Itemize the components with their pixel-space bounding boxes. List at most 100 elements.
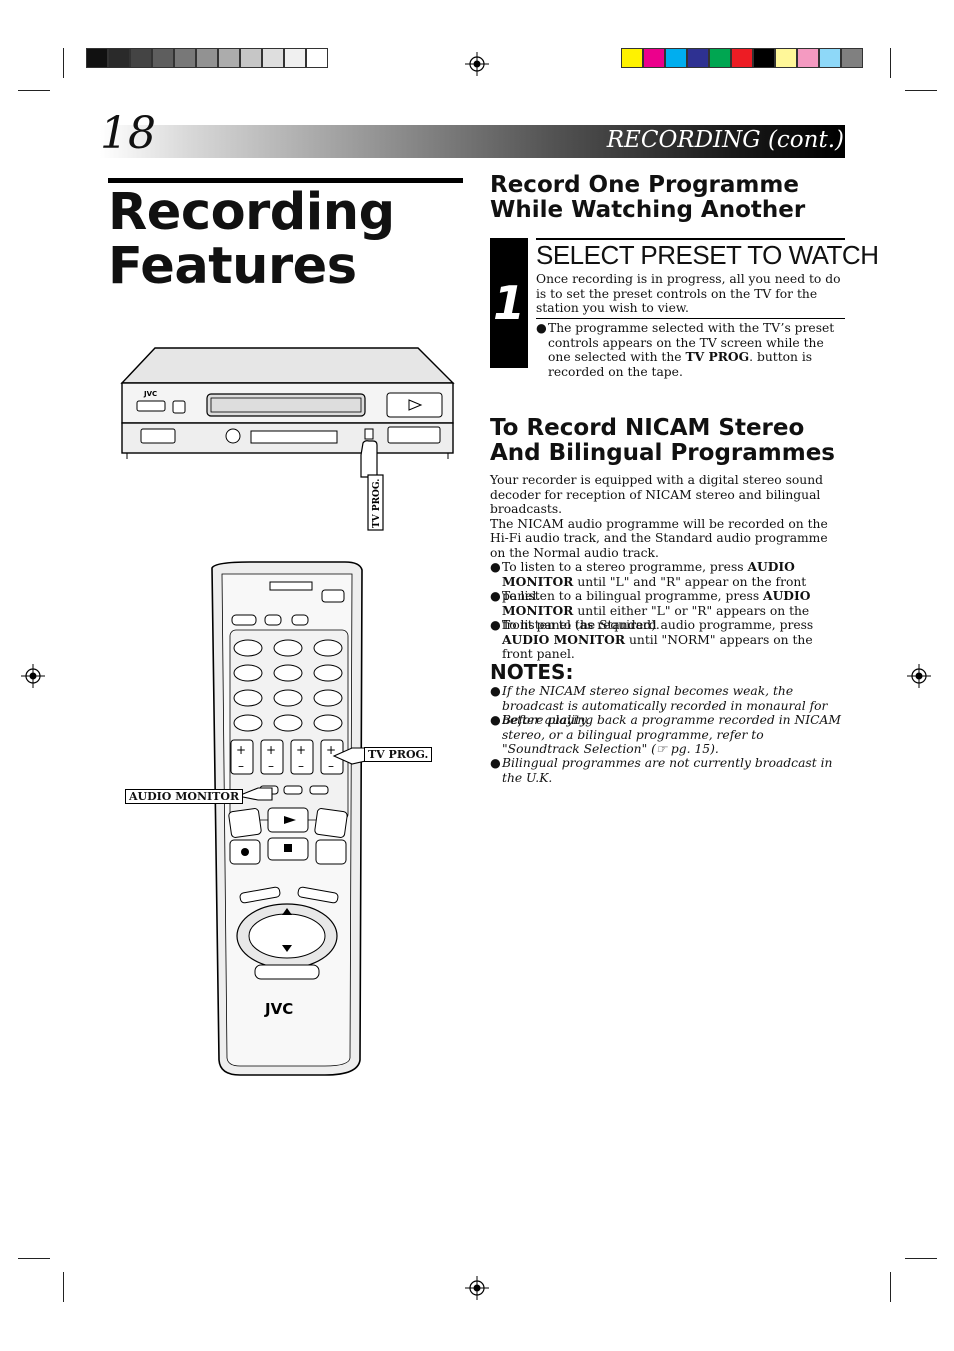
calibration-swatch bbox=[775, 48, 797, 68]
intro-text: Your recorder is equipped with a digital… bbox=[490, 473, 823, 517]
calibration-swatch bbox=[797, 48, 819, 68]
step-text: Once recording is in progress, all you n… bbox=[536, 272, 841, 316]
header-bar bbox=[100, 125, 845, 158]
calibration-swatch bbox=[218, 48, 240, 68]
crop-mark bbox=[63, 1272, 64, 1302]
registration-mark-icon bbox=[907, 664, 931, 688]
calibration-swatch bbox=[819, 48, 841, 68]
calibration-swatch bbox=[753, 48, 775, 68]
calibration-swatch bbox=[841, 48, 863, 68]
bullet-text: To listen to a stereo programme, press bbox=[502, 560, 748, 574]
bullet-text: until "NORM" appears on the front panel. bbox=[502, 632, 813, 662]
calibration-swatch bbox=[152, 48, 174, 68]
calibration-swatch bbox=[643, 48, 665, 68]
calibration-swatch bbox=[665, 48, 687, 68]
calibration-swatch bbox=[731, 48, 753, 68]
step-title: SELECT PRESET TO WATCH bbox=[536, 240, 879, 270]
bullet-dot: ● bbox=[490, 618, 501, 632]
page-number: 18 bbox=[100, 108, 156, 159]
crop-mark bbox=[905, 90, 937, 91]
bullet-bold: AUDIO MONITOR bbox=[502, 631, 626, 647]
page-title-line: Recording bbox=[108, 183, 395, 242]
crop-mark bbox=[890, 1272, 891, 1302]
calibration-swatch bbox=[306, 48, 328, 68]
bullet-text: until either "L" or "R" appears on the f… bbox=[502, 603, 810, 633]
registration-mark-icon bbox=[21, 664, 45, 688]
note-item: ● If the NICAM stereo signal becomes wea… bbox=[490, 684, 842, 728]
bullet-dot: ● bbox=[490, 589, 501, 603]
section2-intro: Your recorder is equipped with a digital… bbox=[490, 473, 842, 561]
svg-text:+: + bbox=[296, 743, 306, 757]
bullet-bold: TV PROG bbox=[685, 349, 750, 365]
note-text: Before playing back a programme recorded… bbox=[502, 713, 841, 757]
note-text: Bilingual programmes are not currently b… bbox=[502, 756, 833, 785]
calibration-swatch bbox=[196, 48, 218, 68]
page-title-line: Features bbox=[108, 237, 357, 296]
svg-text:+: + bbox=[236, 743, 246, 757]
calibration-swatch bbox=[130, 48, 152, 68]
color-calibration-bar bbox=[621, 48, 863, 68]
crop-mark bbox=[18, 90, 50, 91]
tv-prog-vcr-label: TV PROG. bbox=[372, 479, 382, 528]
calibration-swatch bbox=[284, 48, 306, 68]
audio-monitor-label: AUDIO MONITOR bbox=[125, 789, 244, 804]
crop-mark bbox=[890, 48, 891, 78]
bullet-text: until "L" and "R" appear on the front pa… bbox=[502, 574, 807, 604]
note-item: ● Before playing back a programme record… bbox=[490, 713, 842, 757]
bullet-dot: ● bbox=[490, 713, 501, 727]
svg-text:+: + bbox=[326, 743, 336, 757]
crop-mark bbox=[63, 48, 64, 78]
list-item: ● To listen to the Standard audio progra… bbox=[490, 618, 842, 662]
notes-heading: NOTES: bbox=[490, 660, 574, 684]
gray-calibration-bar bbox=[86, 48, 328, 68]
registration-mark-icon bbox=[465, 52, 489, 76]
remote-illustration: ++ ++ –– –– JVC bbox=[199, 561, 378, 1076]
bullet-text: . button is recorded on the tape. bbox=[548, 350, 813, 379]
step-divider bbox=[536, 318, 845, 319]
calibration-swatch bbox=[621, 48, 643, 68]
title-rule bbox=[108, 178, 463, 183]
remote-brand: JVC bbox=[264, 1000, 293, 1018]
calibration-swatch bbox=[240, 48, 262, 68]
bullet-dot: ● bbox=[490, 756, 501, 770]
bullet-dot: ● bbox=[536, 321, 547, 335]
calibration-swatch bbox=[262, 48, 284, 68]
calibration-swatch bbox=[86, 48, 108, 68]
section-title: RECORDING (cont.) bbox=[606, 127, 844, 153]
note-item: ● Bilingual programmes are not currently… bbox=[490, 756, 842, 785]
bullet-text: The programme selected with the TV’s pre… bbox=[548, 321, 835, 365]
section1-heading: Record One Programme While Watching Anot… bbox=[490, 173, 805, 223]
svg-text:–: – bbox=[268, 759, 274, 773]
tv-prog-remote-label: TV PROG. bbox=[364, 747, 433, 762]
vcr-illustration: JVC TV PROG. bbox=[120, 347, 455, 531]
bullet-dot: ● bbox=[490, 684, 501, 698]
list-item: ● To listen to a bilingual programme, pr… bbox=[490, 588, 842, 633]
step-bullet: ● The programme selected with the TV’s p… bbox=[536, 321, 845, 379]
step-rule bbox=[536, 238, 845, 240]
heading-line: To Record NICAM Stereo bbox=[490, 415, 805, 441]
list-item: ● To listen to a stereo programme, press… bbox=[490, 559, 842, 604]
svg-text:+: + bbox=[266, 743, 276, 757]
bullet-dot: ● bbox=[490, 560, 501, 574]
calibration-swatch bbox=[174, 48, 196, 68]
note-text: If the NICAM stereo signal becomes weak,… bbox=[502, 684, 828, 728]
crop-mark bbox=[905, 1258, 937, 1259]
registration-mark-icon bbox=[465, 1276, 489, 1300]
page-title: Recording Features bbox=[108, 186, 395, 294]
calibration-swatch bbox=[108, 48, 130, 68]
step-number-badge: 1 bbox=[490, 238, 528, 368]
vcr-brand: JVC bbox=[143, 390, 157, 398]
heading-line: Record One Programme bbox=[490, 172, 799, 198]
heading-line: While Watching Another bbox=[490, 197, 806, 223]
bullet-bold: AUDIO MONITOR bbox=[502, 588, 811, 618]
calibration-swatch bbox=[709, 48, 731, 68]
heading-line: And Bilingual Programmes bbox=[490, 440, 835, 466]
svg-text:–: – bbox=[238, 759, 244, 773]
bullet-text: To listen to a bilingual programme, pres… bbox=[502, 589, 764, 603]
bullet-text: To listen to the Standard audio programm… bbox=[502, 618, 814, 632]
svg-text:–: – bbox=[328, 759, 334, 773]
section2-heading: To Record NICAM Stereo And Bilingual Pro… bbox=[490, 416, 835, 466]
intro-text: The NICAM audio programme will be record… bbox=[490, 516, 828, 560]
crop-mark bbox=[18, 1258, 50, 1259]
calibration-swatch bbox=[687, 48, 709, 68]
